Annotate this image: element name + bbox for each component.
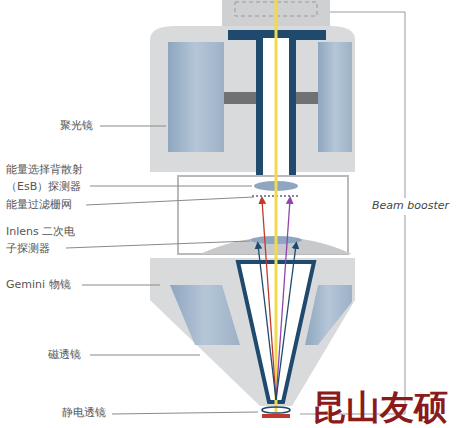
primary-beam	[275, 0, 278, 412]
electron-ray	[258, 245, 276, 400]
sample	[262, 414, 290, 418]
magnetic-pole	[305, 285, 352, 345]
leader-line	[66, 241, 250, 248]
bracket-label: Beam booster	[370, 198, 451, 215]
sample-lens	[262, 407, 290, 413]
pole-bar	[224, 92, 260, 104]
electron-ray	[276, 245, 296, 400]
part-label: 能量过滤栅网	[6, 197, 72, 214]
leader-line	[112, 412, 258, 414]
condenser-housing	[150, 26, 355, 172]
leader-line	[90, 355, 200, 356]
part-label: 静电透镜	[62, 405, 106, 422]
part-label: 能量选择背散射 （EsB）探测器	[6, 162, 92, 195]
leader-line	[86, 197, 254, 205]
leader-line	[82, 285, 160, 286]
part-label: Gemini 物镜	[6, 277, 71, 294]
leader-lines	[66, 126, 258, 414]
magnetic-pole	[170, 285, 240, 345]
part-label: 聚光镜	[60, 118, 93, 135]
leader-line	[90, 186, 252, 187]
part-label: Inlens 二次电 子探测器	[6, 224, 88, 257]
part-label: 磁透镜	[48, 347, 81, 364]
leader-line	[100, 126, 166, 127]
condenser-coil	[168, 42, 224, 152]
objective-housing	[150, 258, 355, 406]
watermark: 昆山友硕	[312, 389, 448, 426]
condenser-coil	[318, 42, 352, 152]
electron-ray	[276, 200, 290, 400]
